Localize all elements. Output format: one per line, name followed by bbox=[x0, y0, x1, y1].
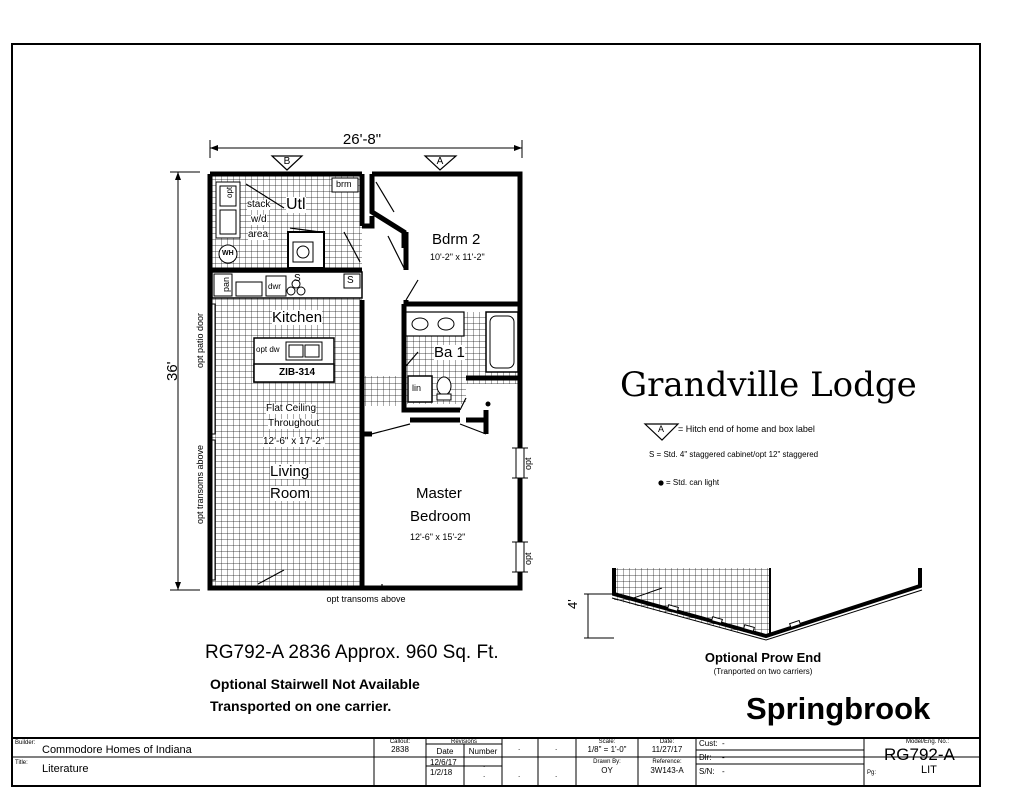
rev-extra-4: . bbox=[555, 770, 558, 779]
opt-dishwasher-label: opt dw bbox=[256, 345, 280, 354]
rev-extra-2: . bbox=[518, 770, 521, 779]
wd-label: w/d bbox=[251, 214, 267, 225]
legend-can-light: = Std. can light bbox=[666, 478, 720, 487]
marker-b-label: B bbox=[283, 156, 291, 167]
prow-end-drawing bbox=[584, 568, 923, 660]
date-value: 11/27/17 bbox=[651, 745, 683, 754]
legend-hitch-text: = Hitch end of home and box label bbox=[678, 424, 815, 434]
prow-title: Optional Prow End bbox=[704, 650, 822, 665]
plan-fixtures bbox=[210, 176, 519, 584]
opt-window-markers bbox=[512, 447, 528, 573]
flat-ceiling-label: Flat Ceiling bbox=[266, 403, 317, 414]
model-eng-value: RG792-A bbox=[884, 745, 955, 764]
sheet-border bbox=[11, 43, 981, 787]
drawer-label: dwr bbox=[268, 282, 281, 291]
callout-label: Callout: bbox=[389, 739, 411, 745]
bath1-label: Ba 1 bbox=[434, 344, 465, 361]
broom-closet-label: brm bbox=[336, 179, 352, 189]
callout-value: 2838 bbox=[391, 745, 409, 754]
room-label: Room bbox=[270, 485, 311, 502]
title-label: Title: bbox=[15, 760, 28, 766]
rev-date-1: 12/6/17 bbox=[430, 758, 457, 767]
scale-value: 1/8" = 1'-0" bbox=[587, 745, 627, 754]
stairwell-note: Optional Stairwell Not Available bbox=[210, 676, 420, 692]
opt-transoms-left-label: opt transoms above bbox=[195, 444, 205, 524]
throughout-label: Throughout bbox=[268, 418, 320, 429]
kitchen-label: Kitchen bbox=[272, 309, 323, 326]
stack-label: stack bbox=[247, 199, 271, 210]
dealer-label: Dlr: bbox=[699, 753, 712, 762]
bedroom2-label: Bdrm 2 bbox=[432, 231, 481, 248]
dealer-value: - bbox=[722, 753, 725, 762]
customer-label: Cust: bbox=[699, 739, 718, 748]
marker-a-triangle bbox=[423, 155, 458, 171]
rev-number-header: Number bbox=[468, 747, 498, 756]
master-label: Master bbox=[416, 485, 462, 502]
opt-transoms-bottom-label: opt transoms above bbox=[326, 594, 406, 604]
builder-value: Commodore Homes of Indiana bbox=[42, 744, 192, 756]
serial-label: S/N: bbox=[699, 767, 715, 776]
linen-closet-label: lin bbox=[412, 383, 422, 393]
drawn-by-label: Drawn By: bbox=[593, 759, 621, 765]
legend-hitch-triangle bbox=[643, 423, 680, 441]
opt-patio-door-label: opt patio door bbox=[195, 312, 205, 368]
model-name-title: Grandville Lodge bbox=[620, 365, 917, 405]
transport-note: Transported on one carrier. bbox=[210, 698, 392, 714]
title-value: Literature bbox=[42, 763, 89, 775]
legend-staggered-note: S = Std. 4" staggered cabinet/opt 12" st… bbox=[649, 450, 819, 459]
model-eng-label: Model/Eng. No.: bbox=[906, 739, 950, 745]
utility-label: Utl bbox=[286, 196, 306, 213]
scale-label: Scale: bbox=[598, 739, 616, 745]
title-block-grid bbox=[12, 737, 980, 786]
customer-value: - bbox=[722, 739, 725, 748]
revisions-label: Revisions bbox=[450, 739, 478, 745]
width-dimension-line bbox=[209, 140, 523, 158]
rev-date-header: Date bbox=[436, 747, 454, 756]
rev-date-2: 1/2/18 bbox=[430, 768, 453, 777]
rev-extra-1: . bbox=[518, 743, 521, 752]
plan-thin-lines bbox=[245, 181, 487, 588]
master-size: 12'-6" x 15'-2" bbox=[410, 532, 466, 542]
island-label: ZIB-314 bbox=[279, 367, 316, 378]
opt-window-label-2: opt bbox=[523, 552, 533, 565]
opt-window-label: opt bbox=[523, 457, 533, 470]
marker-a-label: A bbox=[436, 156, 444, 167]
bedroom2-size: 10'-2" x 11'-2" bbox=[430, 252, 485, 262]
living-label: Living bbox=[270, 463, 310, 480]
drawn-by-value: OY bbox=[601, 766, 613, 775]
page-value: LIT bbox=[921, 764, 937, 776]
width-dimension: 26'-8" bbox=[342, 131, 382, 148]
plan-walls bbox=[207, 171, 523, 591]
marker-b-triangle bbox=[270, 155, 304, 171]
date-label: Date: bbox=[659, 739, 675, 745]
depth-dimension: 36' bbox=[164, 361, 181, 381]
model-square-footage: RG792-A 2836 Approx. 960 Sq. Ft. bbox=[205, 642, 499, 663]
cabinet-s2-label: S bbox=[347, 275, 354, 286]
living-room-size: 12'-6" x 17'-2" bbox=[263, 436, 325, 447]
prow-depth-dimension: 4' bbox=[565, 599, 580, 609]
area-label: area bbox=[248, 229, 269, 240]
bedroom-label: Bedroom bbox=[410, 508, 471, 525]
water-heater-label: WH bbox=[222, 250, 234, 257]
cabinet-s-label: S bbox=[294, 273, 301, 284]
brand-name: Springbrook bbox=[746, 691, 931, 726]
reference-label: Reference: bbox=[652, 759, 682, 765]
prow-subtitle: (Tranported on two carriers) bbox=[713, 667, 813, 676]
rev-extra-3: . bbox=[555, 743, 558, 752]
can-light-symbol bbox=[658, 480, 664, 486]
pantry-label: pan bbox=[221, 276, 231, 292]
depth-dimension-line bbox=[170, 171, 200, 591]
rev-number-1: . bbox=[483, 760, 486, 769]
page-label: Pg: bbox=[867, 770, 877, 776]
reference-value: 3W143-A bbox=[650, 766, 684, 775]
opt-closet-label: opt bbox=[225, 186, 234, 198]
builder-label: Builder: bbox=[15, 740, 36, 746]
rev-number-2: . bbox=[483, 770, 486, 779]
legend-hitch-marker: A bbox=[657, 424, 665, 434]
serial-value: - bbox=[722, 767, 725, 776]
